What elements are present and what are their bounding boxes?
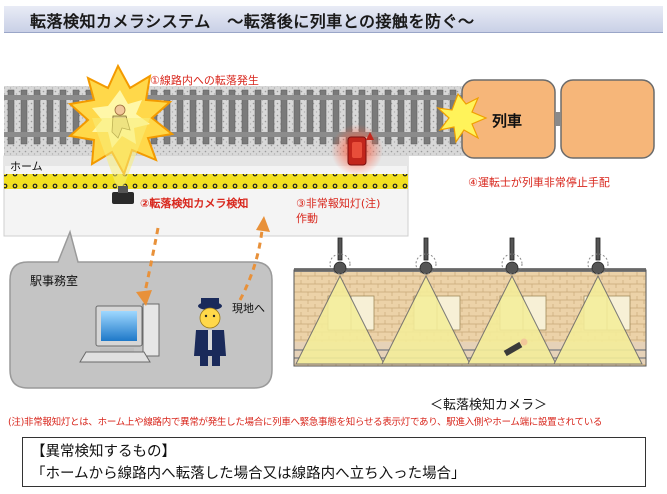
step2-label: ②転落検知カメラ検知 xyxy=(140,197,249,210)
sleeper xyxy=(410,89,418,145)
sleeper xyxy=(163,89,171,145)
sleeper xyxy=(176,89,184,145)
camera-icon xyxy=(112,186,134,204)
to-site-label: 現地へ xyxy=(232,302,265,315)
sleeper xyxy=(202,89,210,145)
sleeper xyxy=(423,89,431,145)
sleeper xyxy=(436,89,444,145)
camera-beam xyxy=(92,118,150,196)
step3-label: ③非常報知灯(注) xyxy=(296,197,381,210)
train-label: 列車 xyxy=(492,112,523,130)
impact-icon xyxy=(436,92,488,144)
dispatch-arrow xyxy=(238,229,264,301)
sleeper xyxy=(33,89,41,145)
camera-caption: ＜転落検知カメラ＞ xyxy=(430,398,548,413)
page-title: 転落検知カメラシステム ～転落後に列車との接触を防ぐ～ xyxy=(30,12,475,31)
step3-label-sub: 作動 xyxy=(296,212,318,225)
platform-label: ホーム xyxy=(10,160,43,173)
detection-body: 「ホームから線路内へ転落した場合又は線路内へ立ち入った場合」 xyxy=(31,466,466,482)
sleeper xyxy=(189,89,197,145)
step4-label: ④運転士が列車非常停止手配 xyxy=(468,176,610,189)
sleeper xyxy=(228,89,236,145)
sleeper xyxy=(306,89,314,145)
title-bar xyxy=(4,6,663,33)
sleeper xyxy=(397,89,405,145)
sleeper xyxy=(59,89,67,145)
sleeper xyxy=(20,89,28,145)
detection-heading: 【異常検知するもの】 xyxy=(31,444,176,460)
sleeper xyxy=(293,89,301,145)
dispatch-arrowhead xyxy=(256,216,270,232)
sleeper xyxy=(267,89,275,145)
sleeper xyxy=(241,89,249,145)
camera-installation-illustration xyxy=(293,237,647,367)
detection-box: 【異常検知するもの】 「ホームから線路内へ転落した場合又は線路内へ立ち入った場合… xyxy=(22,437,646,487)
railway-track xyxy=(4,86,474,156)
footnote: (注)非常報知灯とは、ホーム上や線路内で異常が発生した場合に列車へ緊急事態を知ら… xyxy=(8,417,603,428)
notify-arrowhead xyxy=(136,290,152,306)
sleeper xyxy=(319,89,327,145)
computer-icon xyxy=(79,303,160,363)
sleeper xyxy=(215,89,223,145)
train xyxy=(461,79,655,159)
platform xyxy=(3,155,409,237)
sleeper xyxy=(384,89,392,145)
sleeper xyxy=(7,89,15,145)
station-staff-icon xyxy=(194,298,226,366)
sleeper xyxy=(254,89,262,145)
station-office-label: 駅事務室 xyxy=(30,274,79,288)
sleeper xyxy=(72,89,80,145)
step1-label: ①線路内への転落発生 xyxy=(150,74,259,87)
sleeper xyxy=(280,89,288,145)
warning-lamp-icon xyxy=(331,124,383,176)
sleeper xyxy=(46,89,54,145)
fallen-person-small xyxy=(503,338,528,357)
notify-arrow xyxy=(142,227,160,297)
